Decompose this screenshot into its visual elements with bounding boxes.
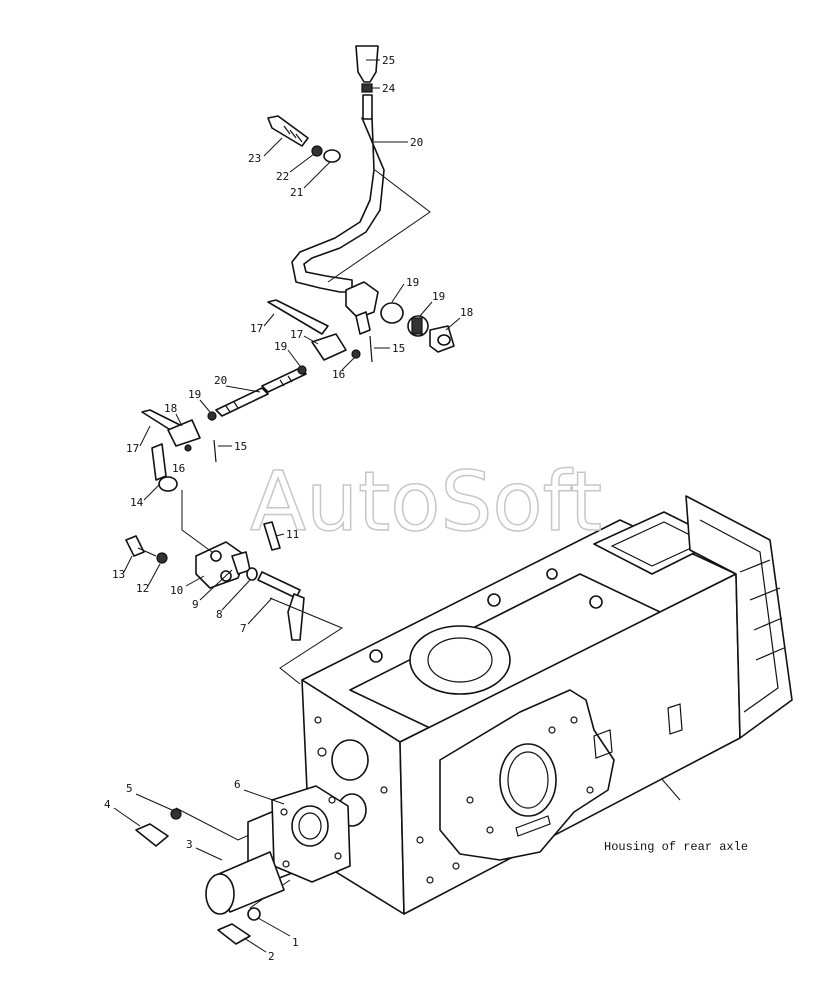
bush-23	[380, 302, 404, 324]
callout-2: 2	[268, 950, 275, 963]
callout-8: 8	[216, 608, 223, 621]
callout-11: 11	[286, 528, 299, 541]
callout-13: 13	[112, 568, 125, 581]
bolt-set-upper	[267, 115, 341, 163]
clevis-18-upper	[311, 333, 347, 361]
watermark-text: AutoSoft	[250, 455, 602, 550]
callout-18-upper: 17	[290, 328, 303, 341]
washer-12	[156, 552, 168, 564]
callout-23: 19	[406, 276, 419, 289]
lever-nut	[361, 83, 373, 93]
callout-6: 6	[234, 778, 241, 791]
callout-3: 3	[186, 838, 193, 851]
gear-lever	[291, 45, 385, 293]
callout-22: 19	[432, 290, 445, 303]
callout-5: 5	[126, 782, 133, 795]
pin-17-upper	[267, 299, 329, 335]
callout-1: 1	[292, 936, 299, 949]
end-flange	[685, 495, 793, 739]
bolt-4	[135, 823, 169, 847]
clevis-18-lower	[167, 419, 201, 447]
callout-14: 14	[130, 496, 144, 509]
bolt-2	[217, 923, 251, 945]
pin-11	[263, 521, 281, 551]
bracket-10	[195, 541, 247, 589]
callout-17-upper: 17	[250, 322, 263, 335]
callout-19-lower: 19	[188, 388, 201, 401]
callout-29: 25	[382, 54, 395, 67]
callout-15-upper: 15	[392, 342, 405, 355]
rear-axle-housing	[301, 495, 793, 915]
selector-lower	[125, 521, 305, 641]
callout-10: 10	[170, 584, 183, 597]
callout-20: 20	[214, 374, 227, 387]
ring-8	[246, 567, 258, 581]
bearing-cover-assembly	[135, 785, 351, 945]
callout-12: 12	[136, 582, 149, 595]
callout-18-lower: 18	[164, 402, 177, 415]
cotter-15-lower	[213, 439, 217, 463]
nut-19-upper	[297, 365, 307, 375]
lever-knob	[355, 45, 379, 83]
callout-4: 4	[104, 798, 111, 811]
washer-5	[170, 808, 182, 820]
callout-19-upper: 19	[274, 340, 287, 353]
washer-1	[247, 907, 261, 921]
nut-19-lower	[207, 411, 217, 421]
bolt-13	[125, 535, 145, 557]
housing-caption: Housing of rear axle	[604, 840, 748, 854]
callout-27: 23	[248, 152, 261, 165]
callout-7: 7	[240, 622, 247, 635]
linkage-upper	[141, 299, 373, 492]
callout-17-lower: 17	[126, 442, 139, 455]
callout-24: 20	[410, 136, 423, 149]
callout-9: 9	[192, 598, 199, 611]
callout-16-lower: 16	[172, 462, 185, 475]
callout-21: 18	[460, 306, 473, 319]
callout-25: 21	[290, 186, 303, 199]
lever-pivot	[345, 281, 455, 353]
callout-28: 24	[382, 82, 396, 95]
washer-25	[323, 149, 341, 163]
callout-26: 22	[276, 170, 289, 183]
rod-20	[261, 367, 307, 393]
shift-fork-7	[287, 593, 305, 641]
cotter-15-upper	[369, 335, 373, 363]
callout-15-lower: 15	[234, 440, 247, 453]
arm-14	[151, 443, 167, 481]
lever-shaft-top	[362, 94, 373, 120]
callout-16-upper: 16	[332, 368, 345, 381]
washer-26	[311, 145, 323, 157]
callout-labels: 25 24 20 23 22 21 19 19 18 17 17 19 15 1…	[104, 54, 473, 963]
